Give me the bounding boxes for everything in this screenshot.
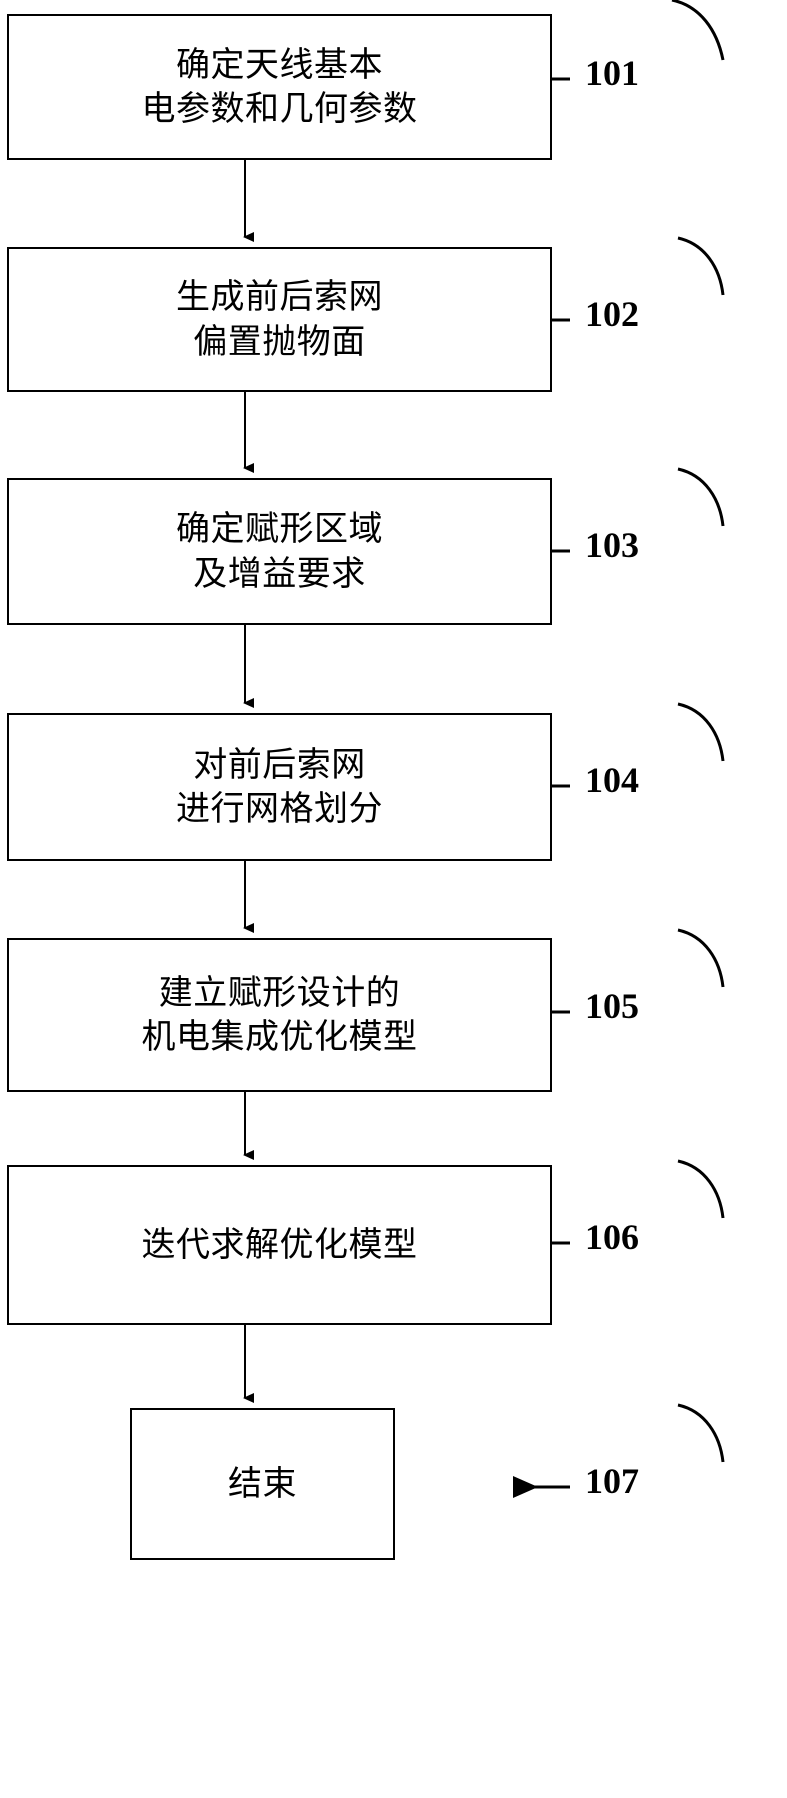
reference-number-101: 101 (585, 53, 639, 93)
leader-curve-106 (677, 1159, 725, 1219)
flow-node-text-line: 结束 (228, 1463, 297, 1504)
flow-node-text-line: 生成前后索网 (176, 277, 383, 318)
reference-number-106: 106 (585, 1217, 639, 1257)
flow-node-text-line: 及增益要求 (193, 553, 366, 594)
reference-number-102: 102 (585, 294, 639, 334)
reference-number-107: 107 (585, 1461, 639, 1501)
flow-node-text-line: 建立赋形设计的 (158, 972, 401, 1013)
flow-node-step-103[interactable]: 确定赋形区域 及增益要求 (7, 478, 552, 625)
leader-curve-101 (671, 0, 725, 61)
flow-node-text-line: 进行网格划分 (176, 789, 383, 829)
leader-curve-103 (677, 467, 725, 527)
flow-node-text-line: 机电集成优化模型 (141, 1017, 418, 1057)
flow-node-text-line: 偏置抛物面 (193, 321, 366, 362)
reference-number-104: 104 (585, 760, 639, 800)
flow-node-step-107[interactable]: 结束 (130, 1408, 395, 1560)
reference-number-103: 103 (585, 525, 639, 565)
flow-node-text-line: 迭代求解优化模型 (141, 1224, 418, 1265)
leader-curve-102 (677, 236, 725, 296)
flow-node-step-101[interactable]: 确定天线基本 电参数和几何参数 (7, 14, 552, 160)
flow-node-step-104[interactable]: 对前后索网 进行网格划分 (7, 713, 552, 861)
flow-node-step-106[interactable]: 迭代求解优化模型 (7, 1165, 552, 1325)
flow-node-text-line: 对前后索网 (193, 744, 366, 785)
leader-curve-105 (677, 928, 725, 988)
flow-node-text-line: 确定天线基本 (176, 44, 383, 85)
flow-node-text-line: 确定赋形区域 (176, 509, 383, 550)
leader-curve-107 (677, 1403, 725, 1463)
flow-node-text-line: 电参数和几何参数 (141, 89, 418, 129)
leader-curve-104 (677, 702, 725, 762)
flow-node-step-105[interactable]: 建立赋形设计的 机电集成优化模型 (7, 938, 552, 1092)
flow-node-step-102[interactable]: 生成前后索网 偏置抛物面 (7, 247, 552, 392)
reference-number-105: 105 (585, 986, 639, 1026)
